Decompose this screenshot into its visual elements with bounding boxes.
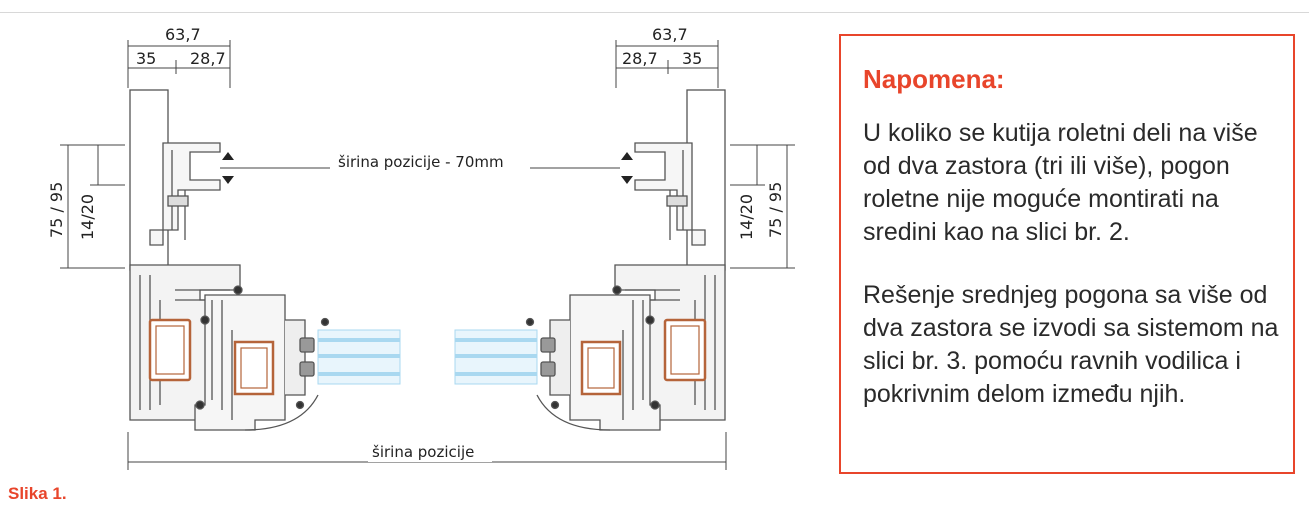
right-vertical-dimensions xyxy=(730,144,795,269)
left-top-dimensions xyxy=(127,40,231,88)
top-width-label-bg xyxy=(330,152,530,172)
top-width-label: širina pozicije - 70mm xyxy=(338,153,504,171)
left-dim-vertical-outer: 75 / 95 xyxy=(47,182,66,238)
right-dim-a: 28,7 xyxy=(622,49,658,68)
bottom-width-label: širina pozicije xyxy=(372,443,474,461)
glass-panes xyxy=(317,329,538,385)
right-dim-vertical-outer: 75 / 95 xyxy=(766,182,785,238)
note-box: Napomena: U koliko se kutija roletni del… xyxy=(839,34,1295,474)
left-dim-a: 35 xyxy=(136,49,156,68)
right-top-dimensions xyxy=(615,40,719,88)
note-title: Napomena: xyxy=(863,64,1005,94)
left-dim-total: 63,7 xyxy=(165,25,201,44)
top-divider xyxy=(0,12,1309,13)
figure-caption: Slika 1. xyxy=(8,484,67,503)
left-dim-vertical-inner: 14/20 xyxy=(78,194,97,240)
right-dim-total: 63,7 xyxy=(652,25,688,44)
left-dim-b: 28,7 xyxy=(190,49,226,68)
right-profile-section xyxy=(525,88,727,432)
right-dim-b: 35 xyxy=(682,49,702,68)
left-profile-section xyxy=(128,88,330,432)
bottom-width-label-bg xyxy=(368,442,492,462)
left-vertical-dimensions xyxy=(60,144,125,269)
right-dim-vertical-inner: 14/20 xyxy=(737,194,756,240)
window-section-drawing: 63,7 35 28,7 63,7 28,7 35 75 / 95 14/20 … xyxy=(47,25,795,470)
note-paragraph-2: Rešenje srednjeg pogona sa više od dva z… xyxy=(863,281,1279,408)
note-paragraph-1: U koliko se kutija roletni deli na više … xyxy=(863,119,1258,246)
